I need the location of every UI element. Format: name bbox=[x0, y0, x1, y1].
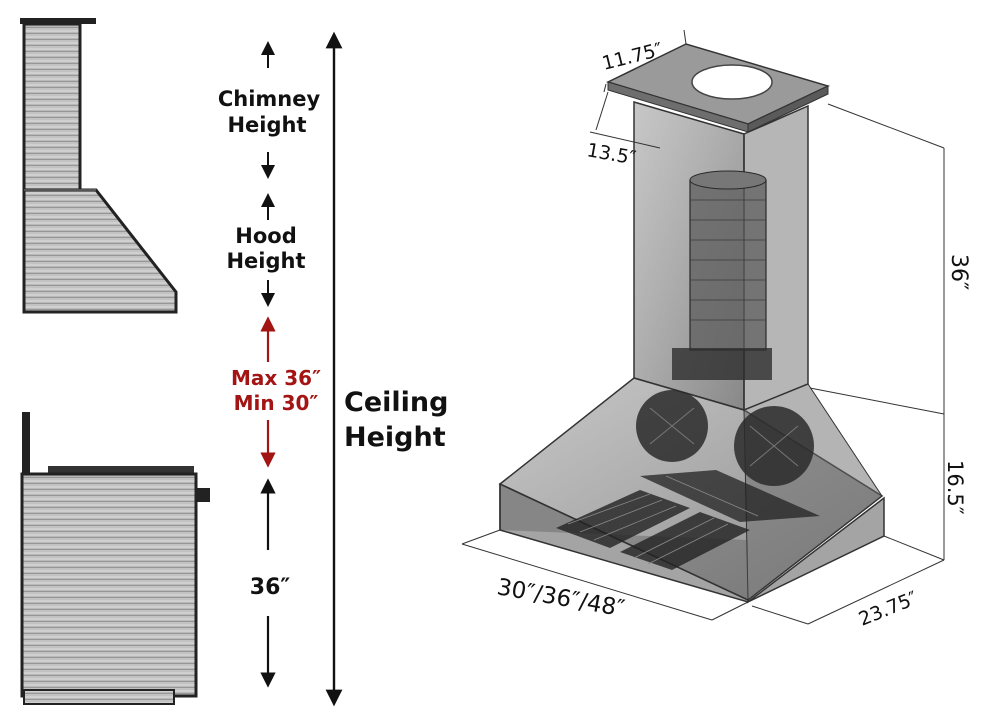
counter-height-label: 36″ bbox=[250, 575, 291, 600]
dim-depth: 23.75″ bbox=[856, 587, 921, 630]
dim-width: 30″/36″/48″ bbox=[495, 574, 627, 622]
chimney-label-line2: Height bbox=[227, 113, 306, 137]
hood-label-line1: Hood bbox=[235, 224, 296, 248]
hood-3d-render bbox=[498, 43, 885, 604]
ceiling-label-line2: Height bbox=[344, 422, 446, 453]
range-side-profile bbox=[20, 412, 210, 705]
dim-hood-height: 16.5″ bbox=[943, 460, 967, 515]
chimney-label-line1: Chimney bbox=[218, 87, 321, 111]
dim-top-depth: 13.5″ bbox=[585, 139, 637, 169]
dimension-lines bbox=[461, 29, 945, 625]
ceiling-label-line1: Ceiling bbox=[344, 387, 448, 418]
clearance-max-label: Max 36″ bbox=[231, 366, 321, 390]
clearance-min-label: Min 30″ bbox=[234, 391, 319, 415]
dim-chimney-height: 36″ bbox=[946, 254, 971, 290]
hood-label-line2: Height bbox=[226, 249, 305, 273]
hood-side-profile bbox=[20, 18, 178, 314]
